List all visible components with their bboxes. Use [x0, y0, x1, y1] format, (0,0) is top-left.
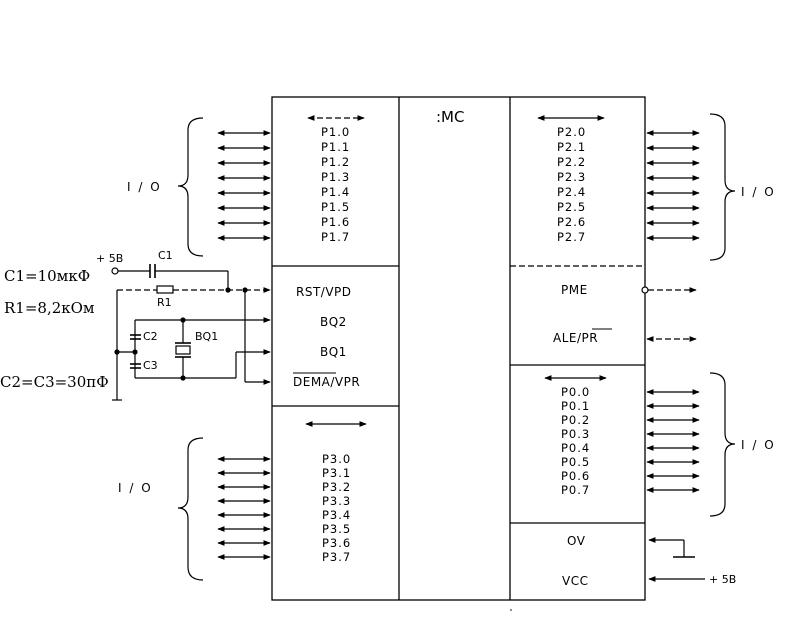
c2-label: C2 — [143, 330, 158, 343]
io-label-port2: I / O — [741, 185, 776, 199]
pin-p2-5: P2.5 — [557, 200, 586, 214]
ov-label: OV — [567, 534, 586, 548]
pin-p2-3: P2.3 — [557, 170, 586, 184]
bq1-label: BQ1 — [320, 345, 347, 359]
r1-value-label: R1=8,2кОм — [4, 299, 95, 317]
pin-p3-0: P3.0 — [322, 452, 351, 466]
pin-p2-2: P2.2 — [557, 155, 586, 169]
ale-pr-label: ALE/PR — [553, 331, 598, 345]
port3-arrows — [217, 456, 271, 560]
pin-p0-7: P0.7 — [561, 483, 590, 497]
port-header-arrows — [305, 115, 607, 427]
io-braces — [177, 113, 736, 581]
io-label-port0: I / O — [741, 438, 776, 452]
io-label-port3: I / O — [118, 481, 153, 495]
chip-body — [271, 96, 646, 601]
c3-label: C3 — [143, 359, 158, 372]
port0-labels: P0.0 P0.1 P0.2 P0.3 P0.4 P0.5 P0.6 P0.7 — [561, 385, 590, 497]
pin-p2-0: P2.0 — [557, 125, 586, 139]
pin-p1-4: P1.4 — [321, 185, 350, 199]
pin-p2-7: P2.7 — [557, 230, 586, 244]
pin-p1-3: P1.3 — [321, 170, 350, 184]
brace-port2 — [709, 113, 736, 261]
pin-p3-6: P3.6 — [322, 536, 351, 550]
pin-p2-6: P2.6 — [557, 215, 586, 229]
pin-p1-7: P1.7 — [321, 230, 350, 244]
pin-p1-5: P1.5 — [321, 200, 350, 214]
left-control-labels: RST/VPD BQ2 BQ1 DEMA/VPR — [293, 285, 360, 389]
plus5v-right-label: + 5В — [709, 573, 736, 586]
bq1-crystal-label: BQ1 — [195, 330, 218, 343]
vcc-label: VCC — [562, 574, 588, 588]
pin-p3-1: P3.1 — [322, 466, 351, 480]
plus5v-node — [111, 267, 119, 275]
stray-dot — [510, 609, 512, 611]
chip-title: :MC — [436, 108, 464, 126]
brace-port0 — [709, 372, 736, 517]
right-control-labels: PME ALE/PR OV VCC — [553, 283, 612, 588]
pin-p0-1: P0.1 — [561, 399, 590, 413]
pin-p0-3: P0.3 — [561, 427, 590, 441]
r1-label: R1 — [157, 296, 172, 309]
pin-p3-5: P3.5 — [322, 522, 351, 536]
pin-p2-4: P2.4 — [557, 185, 586, 199]
dema-vpr-label: DEMA/VPR — [293, 375, 360, 389]
c23-value-label: C2=C3=30пФ — [0, 373, 109, 391]
pin-p0-2: P0.2 — [561, 413, 590, 427]
pin-p0-0: P0.0 — [561, 385, 590, 399]
brace-port1 — [177, 117, 204, 257]
pin-p3-7: P3.7 — [322, 550, 351, 564]
right-control-wiring — [641, 286, 705, 582]
pin-p0-4: P0.4 — [561, 441, 590, 455]
bq2-label: BQ2 — [320, 315, 347, 329]
pin-p1-1: P1.1 — [321, 140, 350, 154]
pin-p3-4: P3.4 — [322, 508, 351, 522]
pin-p2-1: P2.1 — [557, 140, 586, 154]
pme-output-node — [641, 286, 649, 294]
port2-labels: P2.0 P2.1 P2.2 P2.3 P2.4 P2.5 P2.6 P2.7 — [557, 125, 586, 244]
pin-p3-3: P3.3 — [322, 494, 351, 508]
pin-p3-2: P3.2 — [322, 480, 351, 494]
bq1-crystal — [175, 345, 191, 355]
r1-resistor — [156, 285, 174, 294]
left-external-circuit — [111, 264, 271, 401]
pin-p1-6: P1.6 — [321, 215, 350, 229]
rst-vpd-label: RST/VPD — [296, 285, 352, 299]
pin-p1-0: P1.0 — [321, 125, 350, 139]
port1-labels: P1.0 P1.1 P1.2 P1.3 P1.4 P1.5 P1.6 P1.7 — [321, 125, 350, 244]
pme-label: PME — [561, 283, 588, 297]
port0-arrows — [646, 389, 700, 493]
pin-p0-5: P0.5 — [561, 455, 590, 469]
plus5v-left-label: + 5В — [96, 252, 123, 265]
pin-p0-6: P0.6 — [561, 469, 590, 483]
port3-labels: P3.0 P3.1 P3.2 P3.3 P3.4 P3.5 P3.6 P3.7 — [322, 452, 351, 564]
c1-label: C1 — [158, 249, 173, 262]
pin-p1-2: P1.2 — [321, 155, 350, 169]
c1-value-label: C1=10мкФ — [4, 267, 90, 285]
port2-arrows — [646, 130, 700, 241]
port1-arrows — [217, 130, 271, 241]
brace-port3 — [177, 437, 204, 581]
io-label-port1: I / O — [127, 180, 162, 194]
